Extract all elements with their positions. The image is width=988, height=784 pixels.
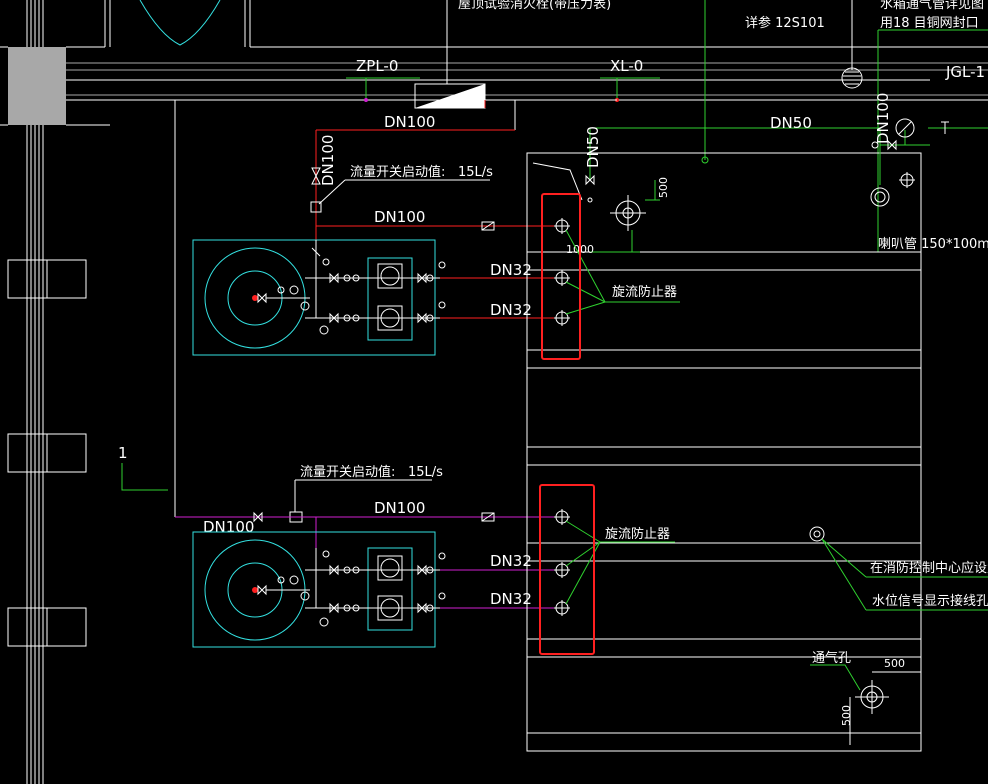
xl-label: XL-0: [610, 57, 643, 75]
jgl-label: JGL-1: [945, 63, 985, 81]
vent-detail-note-1: 水箱通气管详见图: [880, 0, 984, 12]
dim-500-a: 500: [657, 177, 670, 198]
lower-pump-tank: [192, 531, 436, 648]
lower-pump-fittings: [257, 548, 446, 627]
flow-switch-label-1: 流量开关启动值:: [350, 164, 445, 180]
dn50-pipes: [589, 127, 988, 253]
top-cut-text: 屋顶试验消火栓(带压力表): [458, 0, 611, 12]
flow-value-2: 15L/s: [408, 465, 443, 480]
main-supply-pipes: [174, 98, 619, 517]
detail-ref-12s101: 详参 12S101: [745, 15, 825, 31]
dn50-horizontal-label: DN50: [770, 114, 812, 132]
vortex-preventer-label-1: 旋流防止器: [612, 284, 677, 300]
upper-vortex-preventers: [554, 218, 570, 326]
upper-pump-pipes: [316, 221, 565, 319]
upper-dn32-label-a: DN32: [490, 261, 532, 279]
level-1-label: 1: [118, 444, 128, 462]
vent-hole-label: 通气孔: [812, 650, 851, 666]
water-tank-outline: [526, 152, 922, 752]
lower-dn100-label-b: DN100: [203, 518, 254, 536]
upper-pump-tank: [192, 239, 436, 356]
level-signal-symbol: [809, 526, 988, 611]
lower-vortex-preventers: [554, 509, 570, 616]
vent-detail-note-2: 用18 目铜网封口: [880, 16, 979, 31]
lower-pump-pipes: [175, 511, 565, 609]
upper-dn100-label: DN100: [374, 208, 425, 226]
lower-dn32-label-a: DN32: [490, 552, 532, 570]
tank-top-symbols: [585, 118, 949, 231]
dn50-vertical-label: DN50: [584, 126, 602, 168]
flow-value-1: 15L/s: [458, 165, 493, 180]
vortex-preventer-label-2: 旋流防止器: [605, 526, 670, 542]
upper-flow-switch: 流量开关启动值: 15L/s: [310, 164, 493, 213]
top-annotations: 屋顶试验消火栓(带压力表) 详参 12S101 水箱通气管详见图 用18 目铜网…: [446, 0, 988, 252]
dim-500-c: 500: [840, 705, 853, 726]
upper-highlight-box: [541, 193, 581, 360]
lower-highlight-box: [539, 484, 595, 655]
vent-hole-symbol: [810, 664, 921, 745]
level-signal-note: 水位信号显示接线孔DN50: [872, 593, 988, 609]
riser-pipe-size-label: DN100: [319, 135, 337, 186]
wall-sleeve-symbol: [414, 83, 486, 109]
lower-dn32-label-b: DN32: [490, 590, 532, 608]
zpl-label: ZPL-0: [356, 57, 398, 75]
hatched-circle-symbol: [841, 67, 863, 89]
left-wall-structure: [7, 0, 87, 784]
trumpet-label: 喇叭管 150*100mm: [878, 237, 988, 252]
flow-switch-label-2: 流量开关启动值:: [300, 464, 395, 480]
upper-pump-fittings: [257, 240, 446, 335]
lower-flow-switch: 流量开关启动值: 15L/s: [289, 464, 443, 523]
dim-500-b: 500: [884, 657, 905, 670]
control-center-note: 在消防控制中心应设置显示: [870, 560, 988, 576]
top-left-frame: [0, 0, 988, 126]
upper-vortex-leaders: [565, 229, 680, 315]
main-pipe-size-label: DN100: [384, 113, 435, 131]
upper-dn32-label-b: DN32: [490, 301, 532, 319]
dn100-vertical-label: DN100: [874, 93, 892, 144]
grey-column-block: [8, 47, 66, 125]
door-swing-arc: [139, 0, 221, 46]
lower-dn100-label-a: DN100: [374, 499, 425, 517]
